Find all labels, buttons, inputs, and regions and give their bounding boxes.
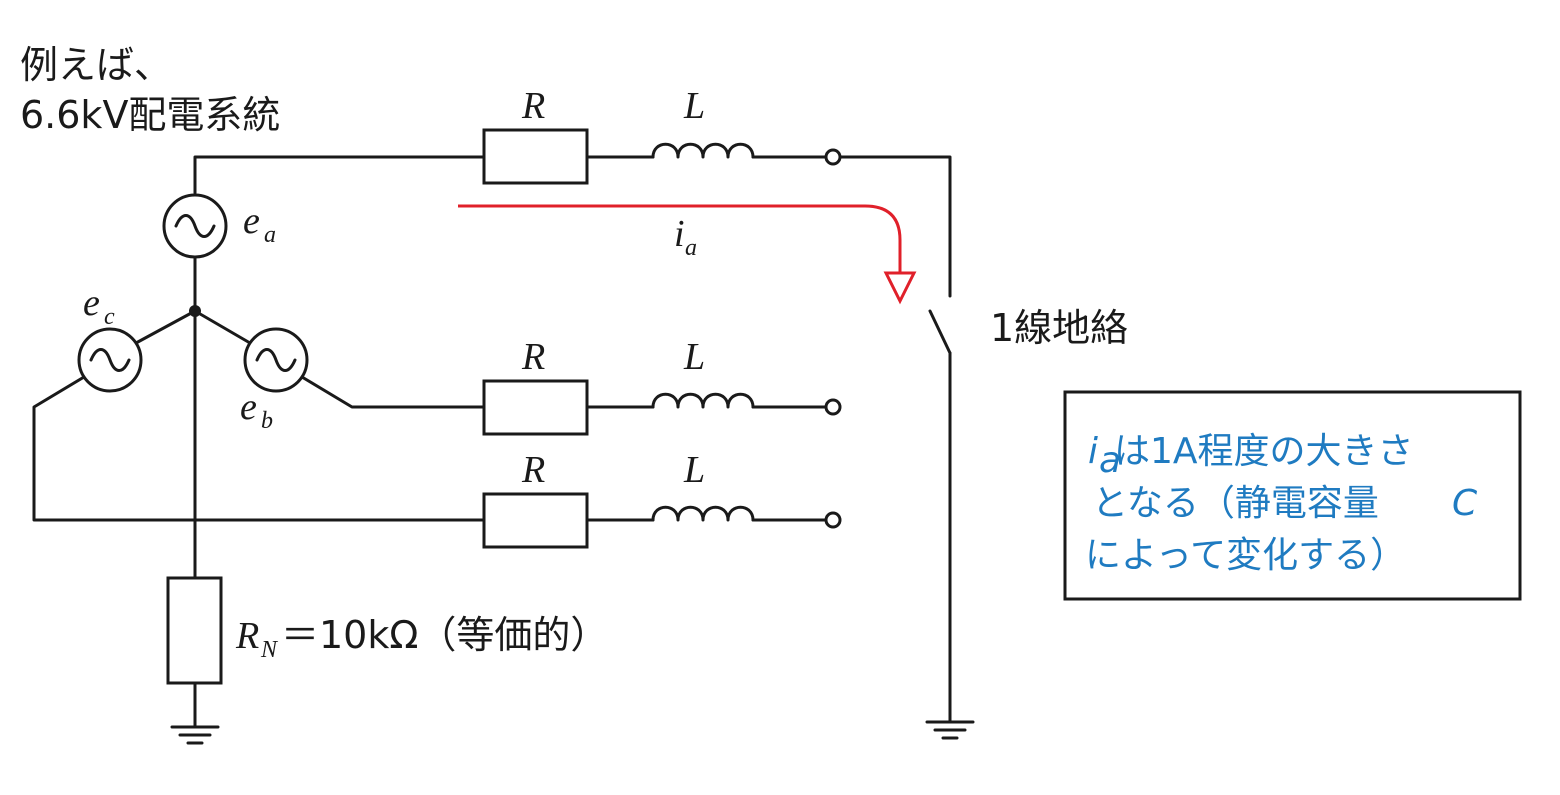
current-arrow [458,204,902,272]
label-rn: R N ＝10kΩ（等価的） [235,613,608,663]
voltage-source-b [243,327,309,393]
note-line-2: となる（静電容量 C [1092,483,1478,524]
note-line-3: によって変化する） [1085,535,1406,576]
note-line-1: i a は1A程度の大きさ [1088,431,1414,481]
svg-text:e: e [83,282,100,324]
label-l-line-1: L [683,85,705,127]
label-ec: e c [83,282,115,330]
resistor-line-3 [482,492,589,549]
svg-text:c: c [104,304,115,330]
label-r-line-3: R [521,449,545,491]
label-r-line-2: R [521,336,545,378]
wire-phase-a [193,155,486,195]
resistor-line-1 [482,128,589,185]
svg-text:＝10kΩ（等価的）: ＝10kΩ（等価的） [281,613,608,657]
wire-fault-path [838,155,952,298]
svg-text:a: a [1099,440,1121,481]
note-box [1063,390,1522,601]
current-arrowhead [883,271,917,305]
terminal-line-1 [824,148,842,166]
label-l-line-3: L [683,449,705,491]
voltage-source-c [77,327,143,393]
svg-text:a: a [264,222,276,248]
voltage-source-a [162,193,228,259]
ground-symbol-left [170,725,220,745]
svg-text:a: a [685,235,697,261]
wire-phase-b [300,375,486,409]
label-ea: e a [243,200,276,248]
fault-switch [928,309,952,355]
svg-text:N: N [260,637,279,663]
fault-label: 1線地絡 [990,306,1128,350]
wire-phase-c [32,375,486,522]
wire-phase-b-branch [193,309,252,345]
wire-phase-c-branch [134,309,197,345]
svg-text:R: R [235,615,259,657]
inductor-line-1 [651,142,755,159]
label-ia: i a [674,213,697,261]
label-l-line-2: L [683,336,705,378]
svg-text:i: i [674,213,685,255]
neutral-resistor [166,576,223,685]
svg-text:は1A程度の大きさ: は1A程度の大きさ [1114,431,1414,472]
caption-line-2: 6.6kV配電系統 [20,93,280,137]
svg-text:e: e [243,200,260,242]
ground-symbol-right [925,720,975,740]
svg-text:C: C [1452,483,1478,524]
terminal-line-2 [824,398,842,416]
inductor-line-3 [651,505,755,522]
label-r-line-1: R [521,85,545,127]
inductor-line-2 [651,392,755,409]
terminal-line-3 [824,511,842,529]
caption-line-1: 例えば、 [20,43,172,87]
resistor-line-2 [482,379,589,436]
svg-text:i: i [1088,431,1098,472]
svg-text:となる（静電容量: となる（静電容量 [1092,483,1379,524]
svg-text:b: b [261,408,273,434]
svg-text:e: e [240,386,257,428]
label-eb: e b [240,386,273,434]
